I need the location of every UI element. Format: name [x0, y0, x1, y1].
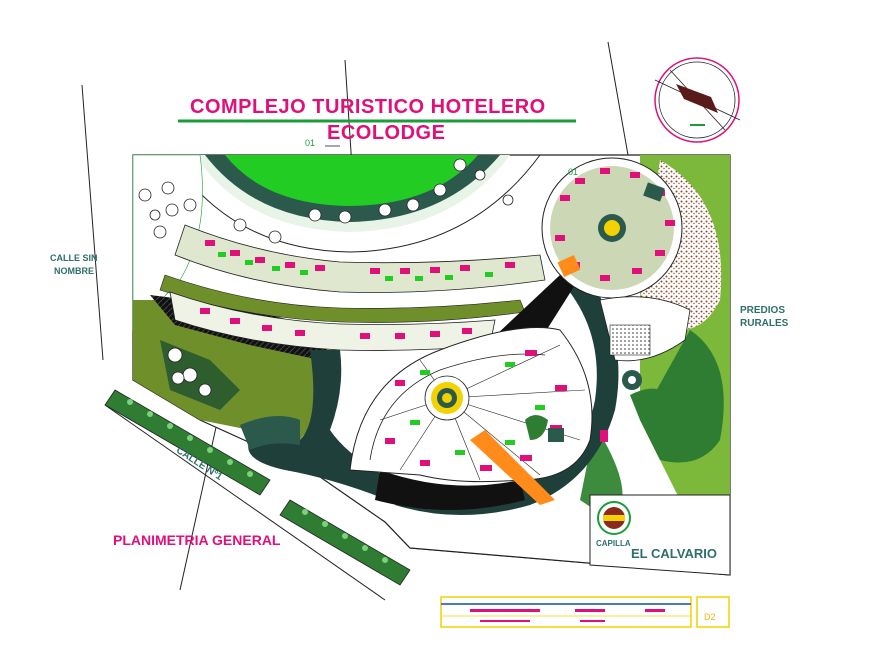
calvario-label: EL CALVARIO — [631, 546, 717, 561]
section-code-a: 01 — [305, 138, 316, 148]
north-arrow-icon — [654, 57, 741, 143]
title-underline — [178, 119, 576, 147]
bungalows-upper-row — [174, 224, 546, 293]
bungalow-cluster — [541, 157, 683, 299]
title-line-1: COMPLEJO TURISTICO HOTELERO — [190, 96, 546, 118]
section-code-b: 01 — [568, 167, 579, 177]
label-predios-1: PREDIOS — [740, 305, 786, 316]
hotel-semicircle — [349, 327, 608, 505]
title-line-2: ECOLODGE — [327, 122, 446, 144]
service-blocks — [599, 296, 691, 420]
central-plaza-icon — [424, 375, 470, 421]
planimetria-label: PLANIMETRIA GENERAL — [113, 532, 281, 548]
label-predios-2: RURALES — [740, 318, 789, 329]
label-calle-sin-2: NOMBRE — [54, 266, 94, 276]
capilla-label: CAPILLA — [596, 539, 631, 548]
central-lawn — [169, 154, 541, 253]
label-calle-sin-1: CALLE SIN — [50, 253, 98, 263]
sheet-number: D2 — [704, 612, 716, 622]
capilla-icon — [597, 501, 631, 535]
street-tree-rows — [104, 389, 411, 586]
bungalows-lower-row — [169, 291, 496, 351]
trees — [138, 158, 514, 397]
title-block — [440, 596, 730, 628]
